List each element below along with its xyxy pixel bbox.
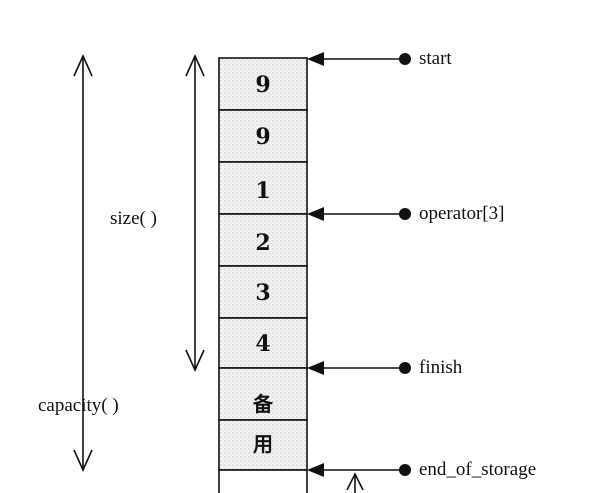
operator-pointer: operator[3]: [307, 203, 504, 224]
size-label: size( ): [110, 208, 157, 229]
cell-0-value: 9: [255, 72, 270, 98]
cell-7: [218, 419, 308, 471]
cell-5: [218, 317, 308, 369]
cell-8: [218, 469, 308, 493]
cell-0: [218, 57, 308, 111]
cell-5-value: 4: [255, 331, 270, 357]
cell-2-value: 1: [255, 178, 270, 204]
capacity-arrow: [73, 54, 93, 472]
cell-6-value: 备: [252, 392, 274, 416]
end-of-storage-pointer: end_of_storage: [307, 459, 536, 480]
finish-pointer: finish: [307, 357, 463, 378]
finish-label: finish: [419, 357, 463, 378]
end-of-storage-label: end_of_storage: [419, 459, 536, 480]
cell-3-value: 2: [255, 230, 270, 256]
cell-3: [218, 213, 308, 267]
cell-1-value: 9: [255, 124, 270, 150]
size-arrow: [185, 54, 205, 372]
capacity-label: capacity( ): [38, 395, 119, 416]
start-label: start: [419, 48, 452, 69]
memory-column: 9 9 1 2 3 4 备 用: [218, 57, 308, 493]
operator-label: operator[3]: [419, 203, 504, 224]
end-of-storage-up-arrow: [346, 472, 364, 493]
cell-4-value: 3: [255, 280, 270, 306]
start-pointer: start: [307, 48, 452, 69]
cell-7-value: 用: [253, 432, 273, 456]
cell-1: [218, 109, 308, 163]
